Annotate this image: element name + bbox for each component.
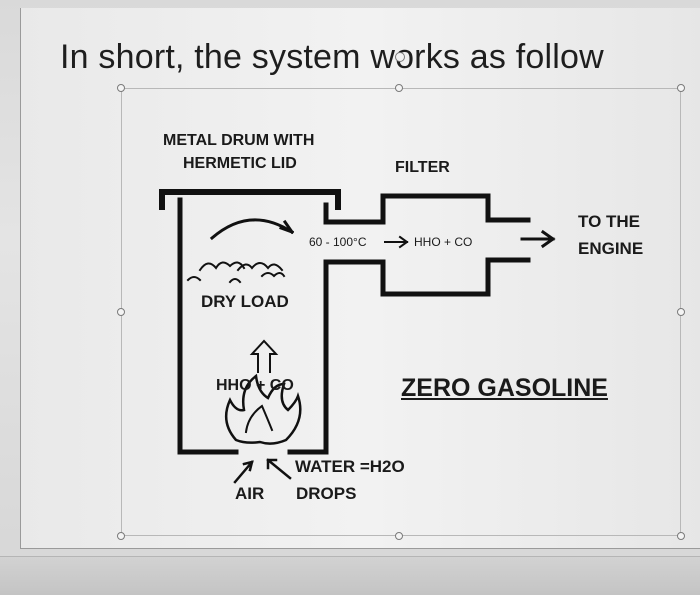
dry-load-squiggles <box>186 261 286 284</box>
water-label: WATER =H2O <box>295 457 405 476</box>
flow-curve-arrow <box>209 218 295 241</box>
dry-load-label: DRY LOAD <box>201 292 289 311</box>
resize-handle-bottom-right[interactable] <box>677 532 685 540</box>
air-arrow <box>233 460 254 484</box>
water-arrow <box>266 458 292 480</box>
resize-handle-bottom[interactable] <box>395 532 403 540</box>
rotate-handle-icon[interactable] <box>395 52 405 62</box>
resize-handle-bottom-left[interactable] <box>117 532 125 540</box>
bottom-toolbar <box>0 556 700 595</box>
slide-title[interactable]: In short, the system works as follow <box>60 38 604 76</box>
up-arrow-icon <box>249 339 279 373</box>
filter-label: FILTER <box>395 159 450 176</box>
pipe-bottom <box>323 257 531 297</box>
temp-arrow <box>384 235 409 249</box>
drops-label: DROPS <box>296 484 357 503</box>
resize-handle-top-left[interactable] <box>117 84 125 92</box>
slide-canvas[interactable] <box>20 8 700 549</box>
drum-label-line1: METAL DRUM WITH <box>163 132 315 149</box>
resize-handle-left[interactable] <box>117 308 125 316</box>
resize-handle-top[interactable] <box>395 84 403 92</box>
drum-label-line2: HERMETIC LID <box>183 155 297 172</box>
drum-lid <box>159 189 341 210</box>
zero-gasoline-label: ZERO GASOLINE <box>401 374 608 402</box>
fire-icon <box>224 373 302 445</box>
engine-label-line2: ENGINE <box>578 239 644 258</box>
pipe-top <box>323 193 531 225</box>
gas-label: HHO + CO <box>414 235 473 249</box>
resize-handle-right[interactable] <box>677 308 685 316</box>
temp-label: 60 - 100°C <box>309 235 367 249</box>
resize-handle-top-right[interactable] <box>677 84 685 92</box>
engine-label-line1: TO THE <box>578 212 641 231</box>
air-label: AIR <box>235 484 265 503</box>
hho-co-label: HHO + CO <box>216 377 294 394</box>
engine-arrow <box>520 229 556 249</box>
